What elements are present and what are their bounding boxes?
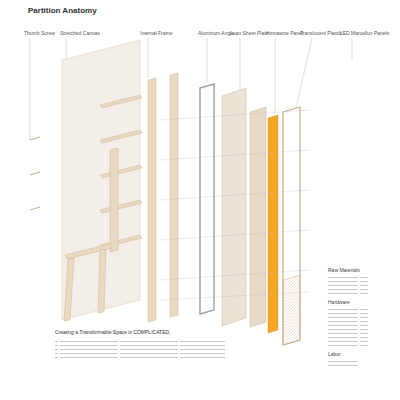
- diagram-title: Partition Anatomy: [28, 6, 97, 15]
- part-label: Translucent Plastic: [300, 31, 342, 37]
- part-label: LED Marcellux Panels: [340, 31, 389, 37]
- list-heading: Labor: [328, 352, 341, 358]
- list-heading: Hardware: [328, 300, 350, 306]
- part-label: Luan Sheet Plate: [230, 31, 268, 37]
- part-label: Thumb Screw: [24, 31, 55, 37]
- part-label: Stretched Canvas: [60, 31, 100, 37]
- intro-note: Creating a Transformable Space is COMPLI…: [55, 330, 171, 336]
- part-label: Aluminum Angle: [198, 31, 234, 37]
- part-label: Internal Frame: [140, 31, 173, 37]
- list-heading: Raw Materials: [328, 268, 360, 274]
- part-label: Homasote Panel: [266, 31, 303, 37]
